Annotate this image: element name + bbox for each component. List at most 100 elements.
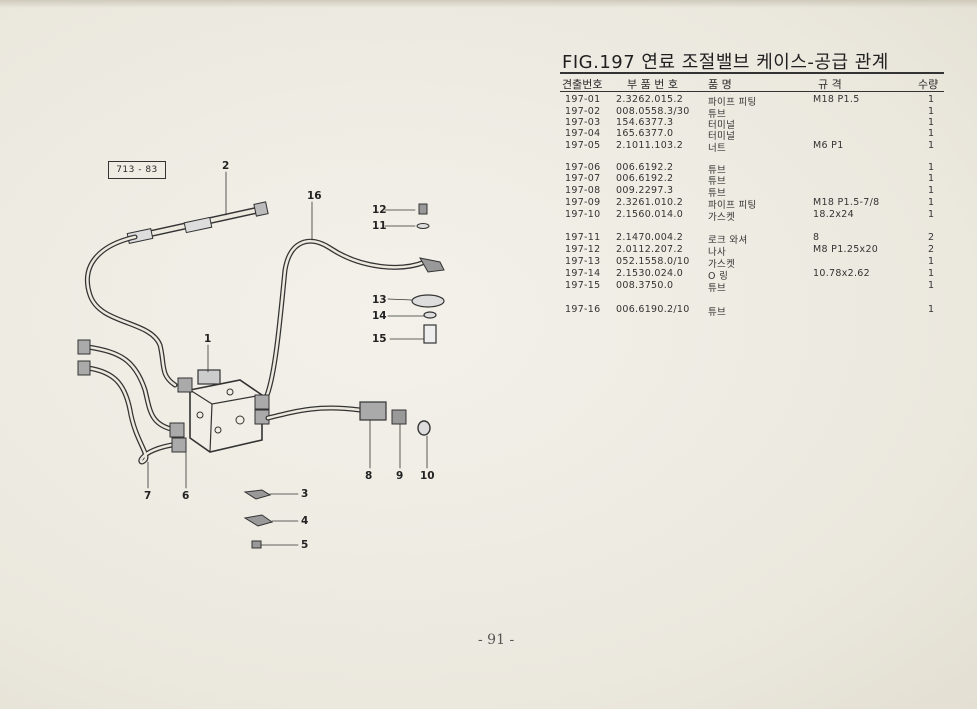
cell-qty: 1 xyxy=(928,128,935,139)
cell-qty: 1 xyxy=(928,185,935,196)
fitting-8 xyxy=(359,401,387,421)
cell-group-no: 197-06 xyxy=(565,162,601,173)
cell-qty: 1 xyxy=(928,173,935,184)
page-number: - 91 - xyxy=(478,632,515,648)
cell-name: 파이프 피팅 xyxy=(708,200,757,211)
cell-qty: 1 xyxy=(928,304,935,315)
cell-group-no: 197-10 xyxy=(565,209,601,220)
cell-spec: M8 P1.25x20 xyxy=(813,244,879,255)
terminal-3 xyxy=(243,489,272,500)
column-header-qty: 수량 xyxy=(918,78,939,91)
cell-group-no: 197-14 xyxy=(565,268,601,279)
cell-group-no: 197-16 xyxy=(565,304,601,315)
cell-part-no: 052.1558.0/10 xyxy=(616,256,690,267)
cell-spec: 10.78x2.62 xyxy=(813,268,870,279)
cell-spec: M18 P1.5-7/8 xyxy=(813,197,880,208)
callout-8: 8 xyxy=(365,470,373,482)
fitting-1 xyxy=(197,369,221,385)
cell-group-no: 197-12 xyxy=(565,244,601,255)
cell-name: 튜브 xyxy=(708,176,727,187)
callout-11: 11 xyxy=(372,220,387,232)
callout-15: 15 xyxy=(372,333,387,345)
cell-part-no: 2.3262.015.2 xyxy=(616,94,684,105)
callout-7: 7 xyxy=(144,490,152,502)
cell-spec: M6 P1 xyxy=(813,140,844,151)
cell-spec: 18.2x24 xyxy=(813,209,854,220)
gasket-13 xyxy=(411,294,445,308)
nut-5 xyxy=(251,540,262,549)
cell-qty: 1 xyxy=(928,140,935,151)
cell-part-no: 2.1011.103.2 xyxy=(616,140,684,151)
cell-name: 튜브 xyxy=(708,188,727,199)
cell-qty: 1 xyxy=(928,117,935,128)
callout-6: 6 xyxy=(182,490,190,502)
cell-group-no: 197-07 xyxy=(565,173,601,184)
cell-spec: 8 xyxy=(813,232,820,243)
cell-group-no: 197-15 xyxy=(565,280,601,291)
figure-reference-code: 713 - 83 xyxy=(108,161,166,179)
callout-3: 3 xyxy=(301,488,309,500)
callout-1: 1 xyxy=(204,333,212,345)
cell-name: 터미널 xyxy=(708,131,736,142)
pipe-16 xyxy=(262,238,428,403)
cell-group-no: 197-03 xyxy=(565,117,601,128)
cell-group-no: 197-01 xyxy=(565,94,601,105)
callout-10: 10 xyxy=(420,470,435,482)
cell-name: O 링 xyxy=(708,271,729,282)
oring-14 xyxy=(423,311,437,319)
cell-part-no: 006.6192.2 xyxy=(616,162,674,173)
callout-14: 14 xyxy=(372,310,387,322)
column-header-name: 품 명 xyxy=(708,78,732,91)
cell-qty: 1 xyxy=(928,280,935,291)
column-header-part-no: 부 품 번 호 xyxy=(627,78,678,91)
page-edge-shadow xyxy=(0,0,977,8)
cell-group-no: 197-04 xyxy=(565,128,601,139)
callout-4: 4 xyxy=(301,515,309,527)
valve-block xyxy=(189,379,263,453)
cell-group-no: 197-13 xyxy=(565,256,601,267)
cell-spec: M18 P1.5 xyxy=(813,94,860,105)
terminal-4 xyxy=(243,514,274,527)
washer-11 xyxy=(416,223,430,229)
column-header-spec: 규 격 xyxy=(818,78,842,91)
cell-group-no: 197-11 xyxy=(565,232,601,243)
nut-9 xyxy=(391,409,407,425)
callout-5: 5 xyxy=(301,539,309,551)
cell-group-no: 197-05 xyxy=(565,140,601,151)
cell-part-no: 006.6192.2 xyxy=(616,173,674,184)
cell-part-no: 008.3750.0 xyxy=(616,280,674,291)
cell-name: 튜브 xyxy=(708,283,727,294)
pipe-7 xyxy=(85,365,181,465)
title-rule xyxy=(560,72,944,74)
cell-group-no: 197-09 xyxy=(565,197,601,208)
tube-15 xyxy=(423,324,437,344)
cell-qty: 1 xyxy=(928,268,935,279)
cell-qty: 1 xyxy=(928,256,935,267)
cell-part-no: 2.3261.010.2 xyxy=(616,197,684,208)
header-rule xyxy=(560,91,944,92)
cell-name: 튜브 xyxy=(708,307,727,318)
cell-name: 터미널 xyxy=(708,120,736,131)
cell-qty: 1 xyxy=(928,209,935,220)
cell-part-no: 165.6377.0 xyxy=(616,128,674,139)
cell-name: 파이프 피팅 xyxy=(708,97,757,108)
cell-part-no: 008.0558.3/30 xyxy=(616,106,690,117)
fitting-2-end xyxy=(253,201,269,217)
callout-13: 13 xyxy=(372,294,387,306)
cell-name: 튜브 xyxy=(708,109,727,120)
cell-part-no: 2.1470.004.2 xyxy=(616,232,684,243)
cell-name: 가스켓 xyxy=(708,212,736,223)
cell-part-no: 154.6377.3 xyxy=(616,117,674,128)
callout-9: 9 xyxy=(396,470,404,482)
cell-group-no: 197-08 xyxy=(565,185,601,196)
cell-group-no: 197-02 xyxy=(565,106,601,117)
cell-name: 로크 와셔 xyxy=(708,235,748,246)
cell-qty: 1 xyxy=(928,106,935,117)
cell-qty: 1 xyxy=(928,94,935,105)
column-header-group-no: 견출번호 xyxy=(562,78,603,91)
figure-title: FIG.197 연료 조절밸브 케이스-공급 관계 xyxy=(562,52,889,73)
gasket-10 xyxy=(417,420,431,436)
cell-qty: 1 xyxy=(928,197,935,208)
